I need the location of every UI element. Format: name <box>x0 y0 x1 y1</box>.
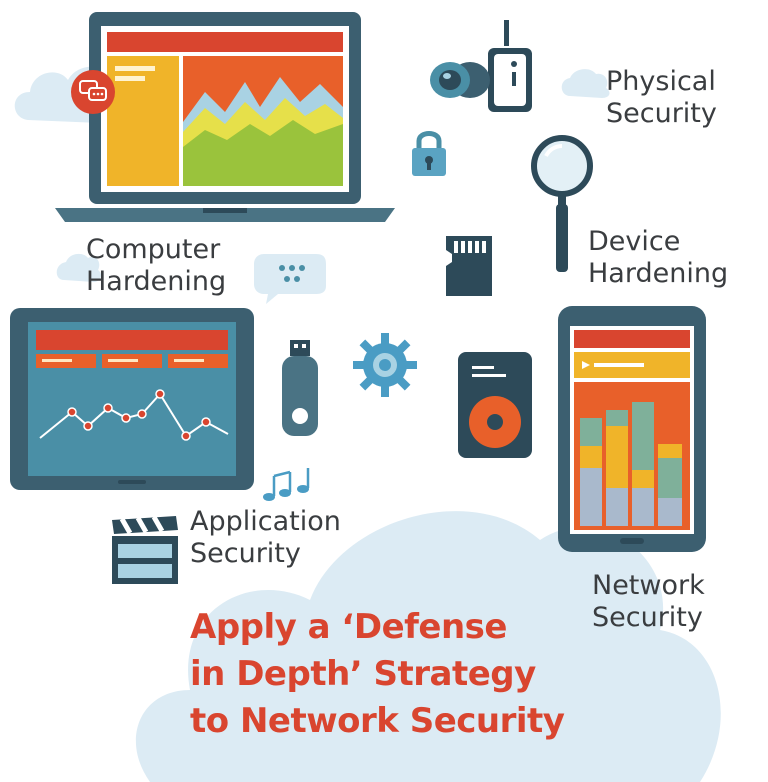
label-computer-line1: Computer <box>86 234 221 265</box>
lock-icon <box>412 131 446 176</box>
label-network-line2: Security <box>592 602 703 633</box>
sd-card-icon <box>446 236 492 296</box>
label-device-line1: Device <box>588 226 681 257</box>
tablet-bar-chart-illustration <box>558 306 706 552</box>
tablet-line-chart-illustration <box>10 308 254 490</box>
headline-line1: Apply a ‘Defense <box>190 607 507 647</box>
chat-icon <box>71 70 115 114</box>
label-computer-line2: Hardening <box>86 266 227 297</box>
label-device-hardening: Device Hardening <box>588 226 728 290</box>
laptop-illustration <box>55 12 395 222</box>
speech-bubble-icon <box>254 254 326 304</box>
label-network-line1: Network <box>592 570 705 601</box>
label-application-line2: Security <box>190 538 301 569</box>
headline-line3: to Network Security <box>190 701 565 741</box>
magnifier-icon <box>531 135 593 272</box>
label-physical-security: Physical Security <box>606 66 717 130</box>
hard-drive-icon <box>458 352 532 458</box>
gear-icon <box>353 333 417 397</box>
label-device-line2: Hardening <box>588 258 729 289</box>
music-notes-icon <box>263 468 310 501</box>
label-computer-hardening: Computer Hardening <box>86 234 226 298</box>
camera-icon <box>430 20 532 112</box>
headline: Apply a ‘Defense in Depth’ Strategy to N… <box>190 604 610 745</box>
headline-line2: in Depth’ Strategy <box>190 654 536 694</box>
label-network-security: Network Security <box>592 570 705 634</box>
label-application-line1: Application <box>190 506 341 537</box>
label-application-security: Application Security <box>190 506 341 570</box>
clapperboard-icon <box>112 515 178 584</box>
label-physical-line2: Security <box>606 98 717 129</box>
label-physical-line1: Physical <box>606 66 716 97</box>
usb-drive-icon <box>282 340 318 436</box>
